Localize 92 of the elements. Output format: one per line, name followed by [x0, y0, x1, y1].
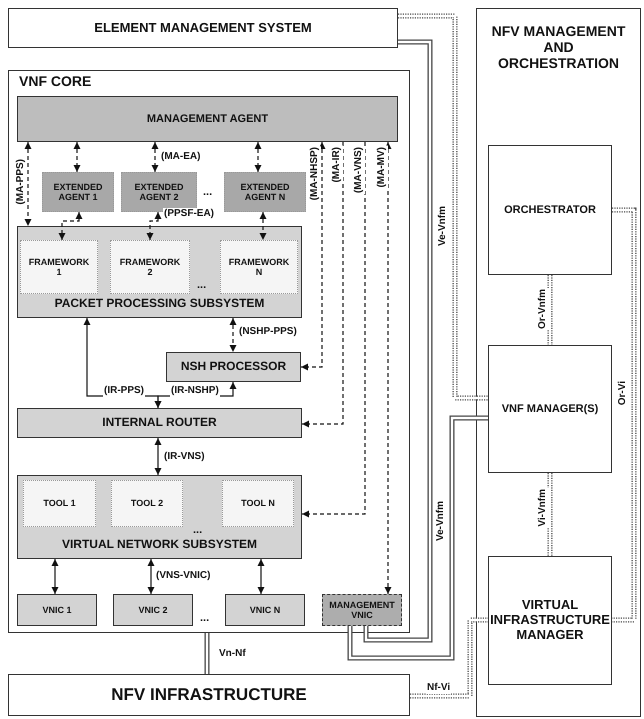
container-box — [476, 8, 641, 717]
box-label: TOOL 1 — [43, 498, 76, 509]
box-label: EXTENDED AGENT 1 — [52, 182, 104, 202]
edge-label: Or-Vnfm — [537, 288, 549, 330]
component-box — [111, 480, 183, 527]
box-label: VIRTUAL INFRASTRUCTURE MANAGER — [490, 598, 610, 643]
ellipsis: ... — [197, 279, 206, 291]
box-label: NSH PROCESSOR — [180, 360, 286, 374]
edge-label: Nf-Vi — [426, 682, 452, 694]
component-box — [17, 408, 302, 438]
box-label: NFV INFRASTRUCTURE — [111, 685, 307, 705]
reference-point-line — [410, 618, 488, 698]
arrow — [384, 142, 392, 594]
box-label: FRAMEWORK 2 — [118, 256, 182, 278]
box-label: TOOL 2 — [130, 498, 164, 509]
reference-point-line — [548, 275, 552, 345]
ellipsis: ... — [193, 524, 202, 536]
component-box — [488, 345, 612, 473]
edge-label: (MA-EA) — [160, 151, 202, 163]
component-box — [166, 352, 301, 382]
arrow — [24, 142, 32, 226]
box-label: ELEMENT MANAGEMENT SYSTEM — [94, 20, 312, 36]
subsystem-box — [17, 475, 302, 559]
reference-point-line — [612, 208, 636, 622]
arrow — [74, 142, 80, 172]
component-box — [322, 594, 402, 626]
box-label: FRAMEWORK 1 — [28, 256, 90, 278]
edge-label: (MA-NHSP) — [309, 146, 321, 202]
box-label: VNIC N — [250, 604, 280, 616]
system-box — [8, 8, 398, 48]
edge-label: (VNS-VNIC) — [155, 570, 212, 582]
box-label: ORCHESTRATOR — [504, 204, 596, 216]
arrow — [154, 438, 162, 475]
ellipsis: ... — [200, 612, 210, 624]
box-label: INTERNAL ROUTER — [102, 416, 217, 430]
edge-label: (PPSF-EA) — [163, 208, 215, 220]
box-label: MANAGEMENT VNIC — [329, 600, 395, 620]
box-label: EXTENDED AGENT 2 — [133, 182, 184, 202]
arrow — [260, 212, 266, 240]
component-box — [42, 172, 114, 212]
arrow — [52, 559, 58, 594]
box-label: VNF CORE — [19, 73, 92, 90]
arrow — [146, 212, 162, 240]
edge-label: (IR-PPS) — [103, 385, 145, 397]
edge-label: (MA-PPS) — [15, 158, 27, 206]
box-label: VNIC 2 — [138, 604, 168, 616]
component-box — [17, 594, 97, 626]
reference-point-line — [364, 40, 432, 642]
component-box — [8, 674, 410, 716]
edge-label: (MA-VNS) — [353, 146, 365, 194]
component-box — [220, 240, 298, 294]
arrow — [301, 142, 326, 370]
edge-label: (NSHP-PPS) — [238, 326, 298, 338]
box-label: PACKET PROCESSING SUBSYSTEM — [54, 297, 264, 311]
arrow — [58, 212, 82, 240]
edge-label: Vi-Vnfm — [537, 488, 549, 528]
component-box — [20, 240, 98, 294]
component-box — [488, 556, 612, 685]
component-box — [23, 480, 96, 527]
box-label: NFV MANAGEMENT AND ORCHESTRATION — [490, 23, 626, 72]
box-label: VNF MANAGER(S) — [502, 402, 598, 416]
arrow — [302, 142, 344, 428]
arrow — [152, 142, 158, 172]
reference-point-line — [348, 416, 488, 660]
component-box — [225, 594, 305, 626]
component-box — [110, 240, 190, 294]
box-label: FRAMEWORK N — [228, 256, 290, 278]
arrow — [148, 559, 154, 594]
arrow — [302, 142, 366, 518]
component-box — [222, 480, 294, 527]
edge-label: (IR-NSHP) — [170, 385, 220, 397]
box-label: VNIC 1 — [42, 604, 72, 616]
component-box — [488, 145, 612, 275]
edge-label: (MA-MV) — [376, 146, 388, 189]
box-label: TOOL N — [241, 498, 275, 509]
box-label: EXTENDED AGENT N — [239, 182, 290, 202]
ellipsis: ... — [203, 186, 212, 198]
reference-point-line — [204, 633, 210, 674]
reference-point-line — [548, 473, 552, 556]
component-box — [113, 594, 193, 626]
arrow — [258, 559, 264, 594]
container-box — [8, 70, 410, 633]
edge-label: (MA-IR) — [331, 146, 343, 184]
component-box — [224, 172, 306, 212]
edge-label: (IR-VNS) — [163, 451, 206, 463]
reference-point-line — [398, 14, 488, 400]
arrow — [230, 318, 236, 352]
arrow — [254, 142, 262, 172]
subsystem-box — [17, 226, 302, 318]
box-label: VIRTUAL NETWORK SUBSYSTEM — [62, 538, 258, 552]
component-box — [17, 96, 398, 142]
box-label: MANAGEMENT AGENT — [146, 112, 268, 126]
